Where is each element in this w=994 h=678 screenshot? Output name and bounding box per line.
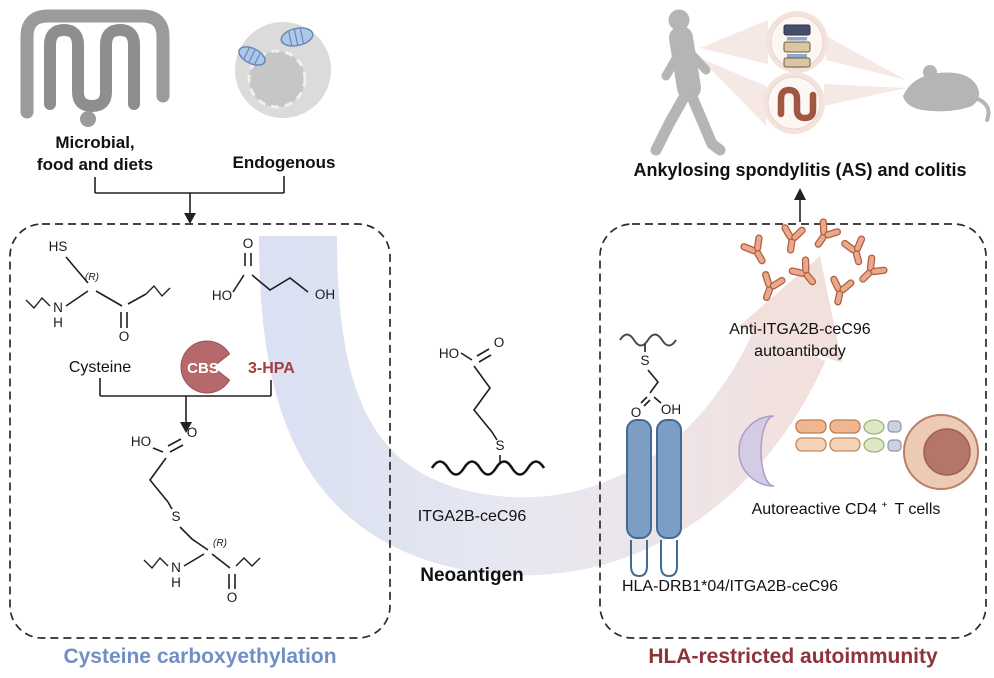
product-s-label: S: [171, 509, 180, 524]
neoantigen-molecule-label: ITGA2B-ceC96: [418, 508, 527, 525]
tcell-label-sup: +: [881, 500, 887, 511]
product-stereo-label: (R): [213, 538, 227, 549]
microbial-label-line1: Microbial,: [55, 133, 134, 152]
colon-circle-icon: [763, 72, 825, 134]
carboxyethylation-panel-box: [9, 223, 391, 639]
peptide-oh-label: OH: [661, 402, 681, 417]
carboxyethylation-caption: Cysteine carboxyethylation: [63, 645, 336, 668]
nucleus-icon: [247, 49, 307, 109]
mitochondria-icon: [280, 27, 314, 47]
mouse-icon: [903, 65, 991, 122]
presented-peptide-structure: S O OH: [619, 333, 681, 420]
neoantigen-structure: HO O S: [430, 335, 546, 476]
mitochondria-icon: [238, 46, 266, 66]
tcell-nucleus-icon: [923, 428, 971, 476]
hla-molecule-icon: [626, 419, 682, 578]
hla-complex-label: HLA-DRB1*04/ITGA2B-ceC96: [622, 578, 838, 595]
cysteine-h-label: H: [53, 315, 63, 330]
product-h-label: H: [171, 575, 181, 590]
apc-membrane-icon: [738, 415, 775, 487]
cysteine-name-label: Cysteine: [69, 359, 131, 376]
autoantibody-label-line1: Anti-ITGA2B-ceC96: [729, 321, 870, 338]
neo-s-label: S: [495, 438, 504, 453]
endogenous-label: Endogenous: [233, 153, 336, 172]
hpa-oh-label: OH: [315, 287, 335, 302]
disease-illustration: [650, 9, 991, 156]
cysteine-n-label: N: [53, 300, 63, 315]
cysteine-o-label: O: [119, 329, 130, 344]
cysteine-hs-label: HS: [49, 239, 68, 254]
autoimmunity-caption: HLA-restricted autoimmunity: [648, 645, 938, 668]
carboxyethyl-cysteine-structure: HO O S (R) N H O: [131, 425, 261, 605]
disease-label: Ankylosing spondylitis (AS) and colitis: [633, 160, 966, 180]
product-n-label: N: [171, 560, 181, 575]
microbial-label-line2: food and diets: [37, 155, 153, 174]
neo-o-label: O: [494, 335, 505, 350]
hpa-o-label: O: [243, 236, 254, 251]
sources-connector-arrow: [94, 176, 285, 224]
neoantigen-caption: Neoantigen: [420, 565, 523, 586]
hpa-ho-label: HO: [212, 288, 232, 303]
tcell-label-prefix: Autoreactive CD4: [752, 501, 877, 518]
peptide-backbone-squiggle: [430, 460, 546, 476]
cysteine-stereo-label: (R): [85, 272, 99, 283]
product-ho-label: HO: [131, 434, 151, 449]
intestine-icon: [20, 9, 170, 127]
product-o-top-label: O: [187, 425, 198, 440]
hpa-name-label: 3-HPA: [248, 360, 295, 377]
cysteine-structure: HS (R) N H O: [25, 239, 171, 344]
tcell-label: Autoreactive CD4 + T cells: [752, 495, 941, 518]
tcell-synapse-icon: [738, 414, 979, 490]
cbs-enzyme-label: CBS: [187, 360, 219, 377]
tcell-label-suffix: T cells: [894, 501, 940, 518]
neo-ho-label: HO: [439, 346, 459, 361]
peptide-o-label: O: [631, 405, 642, 420]
walking-man-icon: [650, 9, 726, 156]
cbs-enzyme-icon: CBS: [180, 340, 231, 394]
outcome-arrow: [794, 188, 806, 222]
pathway-swoosh-arrow: [259, 235, 842, 576]
peptide-s-label: S: [640, 353, 649, 368]
cell-icon: [235, 22, 331, 118]
hpa-structure: O HO OH: [212, 236, 335, 303]
spine-circle-icon: [766, 11, 828, 73]
autoantibody-label-line2: autoantibody: [754, 343, 846, 360]
reaction-arrow: [99, 378, 272, 433]
product-o-bottom-label: O: [227, 590, 238, 605]
autoimmunity-panel-box: [599, 223, 987, 639]
